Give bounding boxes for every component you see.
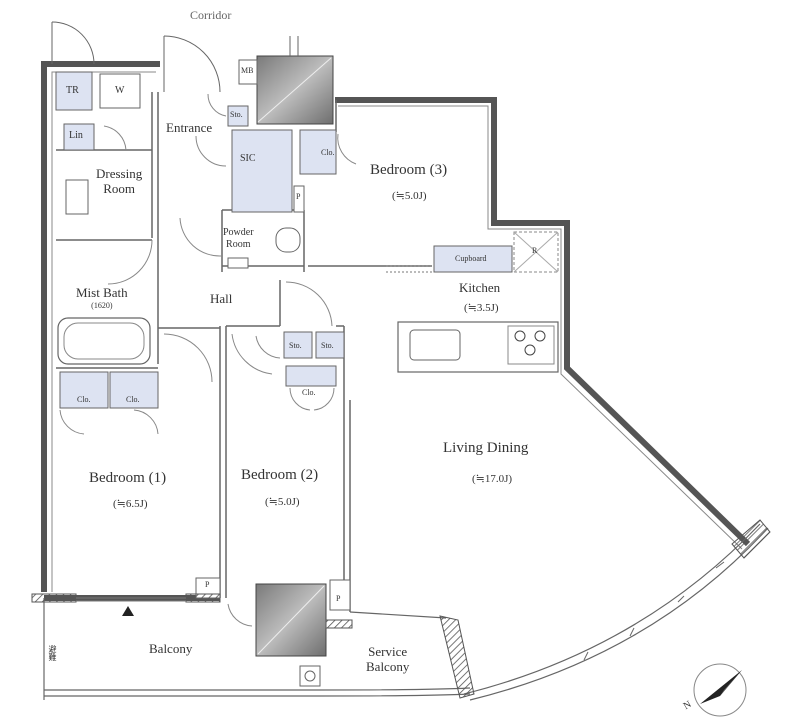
cupboard-label: Cupboard [455, 254, 487, 263]
tr-label: TR [66, 85, 79, 96]
entrance-door [51, 21, 299, 93]
stove-burners [514, 330, 546, 356]
balcony-edge [731, 519, 771, 559]
hall-label: Hall [210, 291, 233, 306]
evac-note: 避難 [48, 645, 57, 662]
p-upper-label: P [296, 192, 301, 201]
bedroom3-area: (≒5.0J) [392, 190, 427, 202]
powder-sink [227, 257, 249, 269]
mist-bath-label: Mist Bath(1620) [76, 285, 128, 310]
sliding-doors [76, 265, 432, 602]
p-box-upper [293, 185, 305, 213]
kitchen-sink [409, 329, 461, 361]
outer-wall-inner-line [51, 71, 743, 592]
sto-entrance-label: Sto. [230, 110, 243, 119]
bathtub [57, 317, 151, 365]
p-lower-label: P [336, 594, 341, 603]
living-dining-label: Living Dining [443, 440, 529, 456]
kitchen-label: Kitchen [459, 280, 501, 295]
washer-label: W [115, 85, 125, 96]
balcony-label: Balcony [149, 641, 193, 656]
drain-icon [299, 665, 321, 687]
p-bed1-label: P [205, 580, 210, 589]
bedroom1-area: (≒6.5J) [113, 498, 148, 510]
dressing-desk [65, 179, 89, 215]
clo-bed2-label: Clo. [302, 388, 316, 397]
mb-box [238, 59, 258, 85]
bedroom2-area: (≒5.0J) [265, 496, 300, 508]
entrance-label: Entrance [166, 120, 213, 135]
storage-fills [55, 71, 513, 409]
sto2-label: Sto. [321, 341, 334, 350]
door-swings [59, 93, 357, 627]
p-box-lower [329, 579, 351, 611]
clo-bed3-label: Clo. [321, 148, 335, 157]
mb-label: MB [241, 66, 254, 75]
clo-a-label: Clo. [77, 395, 91, 404]
sic-label: SIC [240, 153, 256, 164]
clo-b-label: Clo. [126, 395, 140, 404]
lin-label: Lin [69, 130, 83, 141]
bedroom1-label: Bedroom (1) [89, 470, 167, 486]
toilet [275, 227, 301, 253]
service-wall [439, 615, 475, 699]
living-dining-area: (≒17.0J) [472, 473, 513, 485]
compass-icon [693, 663, 747, 717]
rail-ticks [583, 561, 725, 661]
bedroom3-label: Bedroom (3) [370, 162, 448, 178]
corridor-label: Corridor [190, 8, 232, 22]
bedroom2-label: Bedroom (2) [241, 467, 319, 483]
sto1-label: Sto. [289, 341, 302, 350]
fridge-label: R [532, 246, 538, 255]
washer-box [99, 73, 141, 109]
entry-marker [122, 606, 134, 616]
kitchen-area: (≒3.5J) [464, 302, 499, 314]
